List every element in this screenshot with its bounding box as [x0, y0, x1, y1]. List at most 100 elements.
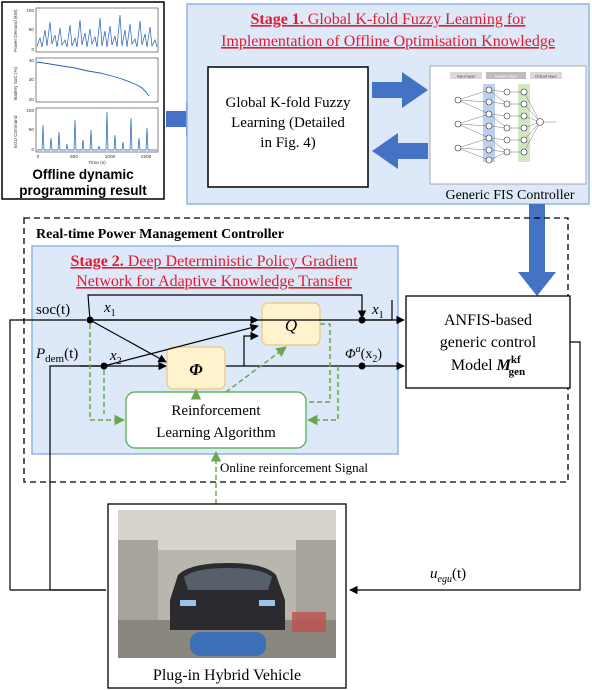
- ytick: 50: [29, 127, 35, 132]
- pdem-symbol: P: [35, 346, 45, 362]
- x2-sym: x: [109, 348, 117, 364]
- stage2-title-bold: Stage 2.: [70, 253, 123, 270]
- signal-wiring: [9, 294, 405, 590]
- ytick: 30: [29, 77, 35, 82]
- stage2-title-line1: Stage 2. Deep Deterministic Policy Gradi…: [70, 253, 358, 270]
- plot-egu-command: [35, 107, 159, 153]
- ytick: 100: [26, 8, 34, 13]
- fis-nodes: [454, 86, 544, 164]
- x1-sub: 1: [111, 308, 116, 319]
- output-wiring: [10, 341, 581, 595]
- fis-layer-header: [450, 72, 482, 79]
- u-sym: u: [430, 566, 438, 582]
- fis-layer-header: [486, 72, 526, 79]
- x1r-sub: 1: [379, 310, 384, 321]
- car-headlight-left: [180, 600, 196, 606]
- anfis-model-symbol: M: [496, 357, 512, 374]
- ylabel-egu: EGU Command: [13, 115, 18, 148]
- car-windshield: [184, 568, 272, 590]
- junction-x1: [86, 316, 94, 324]
- x2-sub: 2: [117, 356, 122, 367]
- x1-sym: x: [103, 300, 111, 316]
- phi-a-label: Φa(x2): [345, 344, 382, 365]
- u-sub: egu: [438, 574, 452, 585]
- stage1-title-bold: Stage 1.: [250, 11, 303, 28]
- junction-dots: [86, 316, 366, 370]
- pdem-t: (t): [64, 346, 78, 362]
- offline-label-line1: Offline dynamic: [32, 167, 134, 182]
- fis-label: Generic FIS Controller: [445, 188, 574, 203]
- kfold-to-fis-arrow: [372, 72, 428, 108]
- fis-network-illustration: Input layer Hidden layer Output layer: [450, 72, 562, 164]
- offline-ylabels: Power Demand (kW) Battery SoC (%) EGU Co…: [13, 9, 18, 148]
- offline-xticks: 0 500 1000 1500 Time (s): [37, 154, 152, 166]
- ytick: 50: [29, 27, 35, 32]
- online-signal-label: Online reinforcement Signal: [220, 460, 368, 475]
- x1r-sym: x: [371, 302, 379, 318]
- fis-to-anfis-arrow: [518, 204, 556, 296]
- anfis-line2: generic control: [440, 334, 537, 351]
- phi-label: Φ: [189, 360, 203, 379]
- anfis-model-sub: gen: [509, 366, 526, 378]
- soc-input-label: soc(t): [36, 302, 70, 318]
- rl-line2: Learning Algorithm: [156, 425, 276, 441]
- phia-sup: a: [356, 344, 361, 355]
- u-egu-label: uegu(t): [430, 566, 466, 585]
- anfis-model-sup: kf: [511, 354, 521, 366]
- fis-to-kfold-arrow: [372, 133, 428, 169]
- x1-label-right: x1: [371, 302, 384, 321]
- offline-yticks: 100 50 0 40 30 20 100 50 0: [26, 8, 34, 152]
- fis-edges: [457, 89, 556, 161]
- xtick: 1500: [141, 154, 152, 160]
- stage1-panel: Stage 1. Global K-fold Fuzzy Learning fo…: [186, 3, 590, 205]
- anfis-line1: ANFIS-based: [444, 312, 532, 329]
- stage2-title-line2: Network for Adaptive Knowledge Transfer: [76, 273, 352, 290]
- green-dashed-feedback: [89, 323, 339, 504]
- phia-sym: Φ: [345, 347, 356, 362]
- realtime-title: Real-time Power Management Controller: [36, 227, 284, 242]
- xtick: 1000: [105, 154, 116, 160]
- stage1-title-line1: Stage 1. Global K-fold Fuzzy Learning fo…: [250, 11, 526, 28]
- pdem-sub: dem: [45, 353, 64, 365]
- kfold-line2: Learning (Detailed: [231, 115, 345, 131]
- xtick: 0: [37, 154, 40, 160]
- x1-label-left: x1: [103, 300, 116, 319]
- xtick: 500: [70, 154, 78, 160]
- vehicle-label: Plug-in Hybrid Vehicle: [153, 667, 301, 684]
- xlabel-time: Time (s): [88, 160, 106, 166]
- junction-x2: [100, 362, 108, 370]
- q-label: Q: [285, 316, 297, 335]
- x2-label-left: x2: [109, 348, 122, 367]
- rl-line1: Reinforcement: [171, 403, 261, 419]
- phia-arg-sub: 2: [372, 354, 377, 365]
- phia-arg: (x: [361, 347, 373, 362]
- kfold-line3: in Fig. 4): [260, 135, 315, 151]
- offline-label-line2: programming result: [19, 183, 147, 198]
- photo-red-tool: [292, 612, 326, 632]
- junction-phi-out: [358, 362, 366, 370]
- ytick: 100: [26, 108, 34, 113]
- power-demand-trace: [36, 14, 158, 48]
- soc-trace: [36, 61, 150, 97]
- egu-command-trace: [37, 111, 157, 151]
- fis-layer-label: Hidden layer: [495, 74, 518, 79]
- vehicle-photo: [118, 510, 336, 658]
- ylabel-soc: Battery SoC (%): [13, 66, 18, 100]
- ytick: 20: [29, 97, 35, 102]
- vehicle-panel: Plug-in Hybrid Vehicle: [107, 503, 347, 689]
- ytick: 40: [29, 58, 35, 63]
- junction-x1-out: [358, 316, 366, 324]
- fis-layer-label: Input layer: [457, 74, 476, 79]
- ytick: 0: [31, 147, 34, 152]
- kfold-box: [207, 66, 369, 188]
- dyno-roller: [190, 632, 266, 656]
- car-headlight-right: [259, 600, 275, 606]
- offline-dp-panel: Power Demand (kW) Battery SoC (%) EGU Co…: [1, 1, 165, 200]
- stage2-title-rest: Deep Deterministic Policy Gradient: [124, 253, 358, 270]
- stage1-title-line2: Implementation of Offline Optimisation K…: [221, 33, 555, 50]
- pdem-input-label: Pdem(t): [35, 346, 78, 365]
- fis-layer-label: Output layer: [535, 74, 557, 79]
